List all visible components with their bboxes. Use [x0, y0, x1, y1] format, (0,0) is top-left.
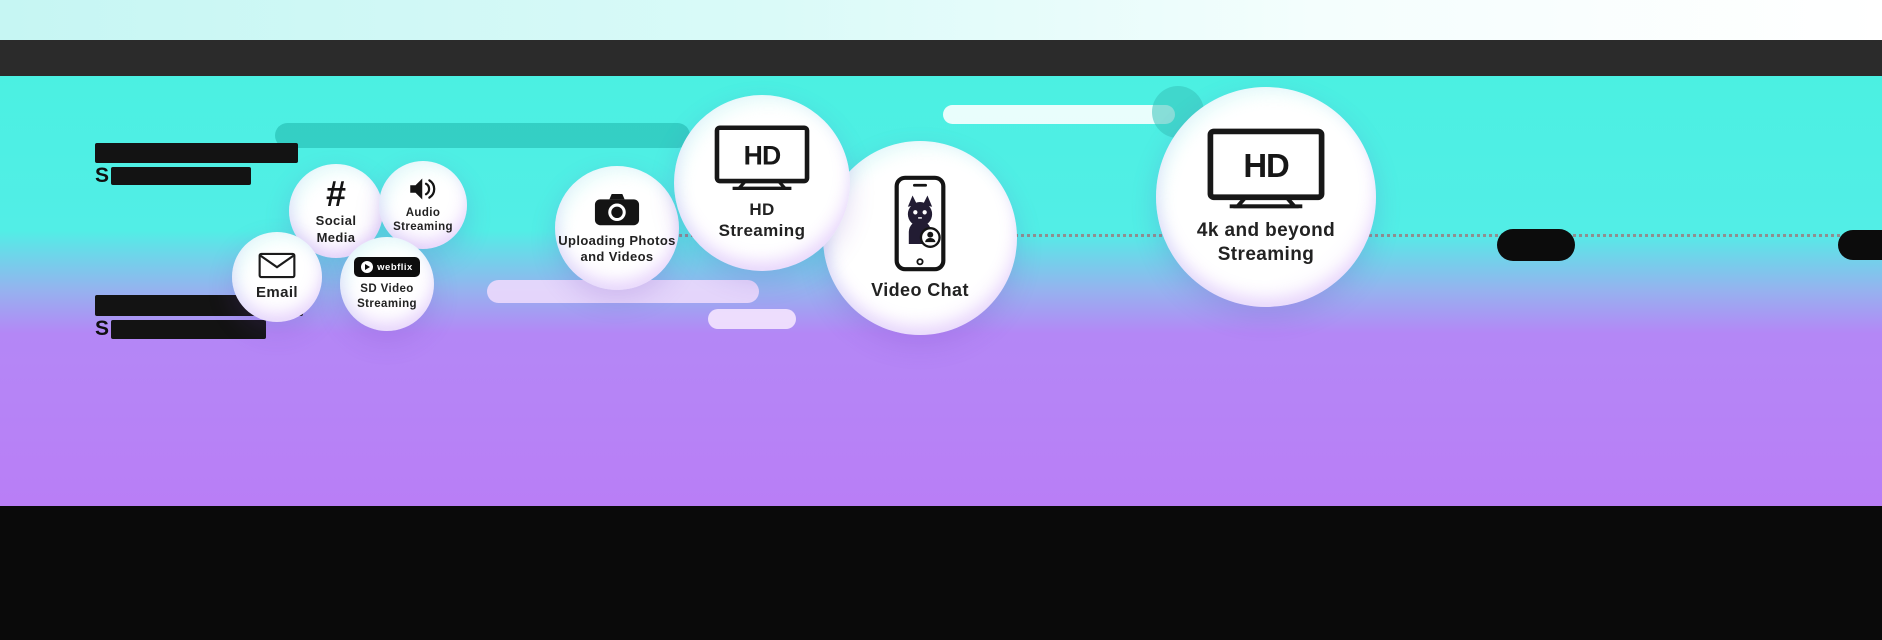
bubble-uploading-photos-videos: Uploading Photos and Videos: [555, 166, 679, 290]
footer-black-bar: [0, 506, 1882, 640]
speaker-icon: [410, 178, 436, 200]
speed-pill-teal: [275, 123, 690, 148]
bubble-hd-streaming: HD HD Streaming: [674, 95, 850, 271]
redacted-visible-letter: S: [95, 317, 110, 340]
bubble-label: HD Streaming: [718, 199, 806, 240]
redacted-heading-upper: S: [95, 143, 298, 186]
redacted-visible-letter: S: [95, 164, 110, 187]
redacted-text-bar: [95, 143, 298, 163]
hd-tv-icon: HD: [714, 125, 810, 190]
bubble-video-chat: Video Chat: [823, 141, 1017, 335]
redacted-pill-right: [1497, 229, 1575, 261]
speed-pill-lavender: [487, 280, 759, 303]
envelope-icon: [258, 252, 296, 278]
webflix-logo: webflix: [354, 257, 420, 278]
hashtag-icon: #: [325, 173, 347, 215]
bubble-label: 4k and beyond Streaming: [1196, 219, 1336, 265]
video-chat-phone-icon: [894, 175, 946, 272]
redacted-pill-right-edge: [1838, 230, 1882, 260]
bubble-audio-streaming: Audio Streaming: [379, 161, 467, 249]
hd-screen-text: HD: [744, 140, 781, 170]
hd-tv-icon: HD: [1207, 128, 1325, 209]
bubble-label: Social Media: [315, 213, 357, 245]
bubble-label: Email: [255, 283, 299, 301]
bubble-label: Audio Streaming: [393, 206, 453, 233]
bubble-4k-streaming: HD 4k and beyond Streaming: [1156, 87, 1376, 307]
hd-screen-text: HD: [1243, 147, 1289, 184]
bubble-label: SD Video Streaming: [357, 283, 417, 310]
redacted-text-bar: [111, 319, 267, 339]
webflix-logo-text: webflix: [377, 261, 413, 273]
bubble-label: Video Chat: [871, 279, 969, 300]
top-strip: [0, 0, 1882, 40]
camera-icon: [594, 193, 640, 225]
redacted-text-bar: [111, 167, 252, 185]
play-icon: [361, 261, 374, 274]
bubble-sd-video-streaming: webflix SD Video Streaming: [340, 237, 434, 331]
bubble-label: Uploading Photos and Videos: [558, 232, 676, 264]
speed-pill-lavender-small: [708, 309, 796, 329]
speed-pill-white: [943, 105, 1175, 124]
bubble-email: Email: [232, 232, 322, 322]
top-dark-bar: [0, 40, 1882, 76]
bubble-social-media: # Social Media: [289, 164, 383, 258]
